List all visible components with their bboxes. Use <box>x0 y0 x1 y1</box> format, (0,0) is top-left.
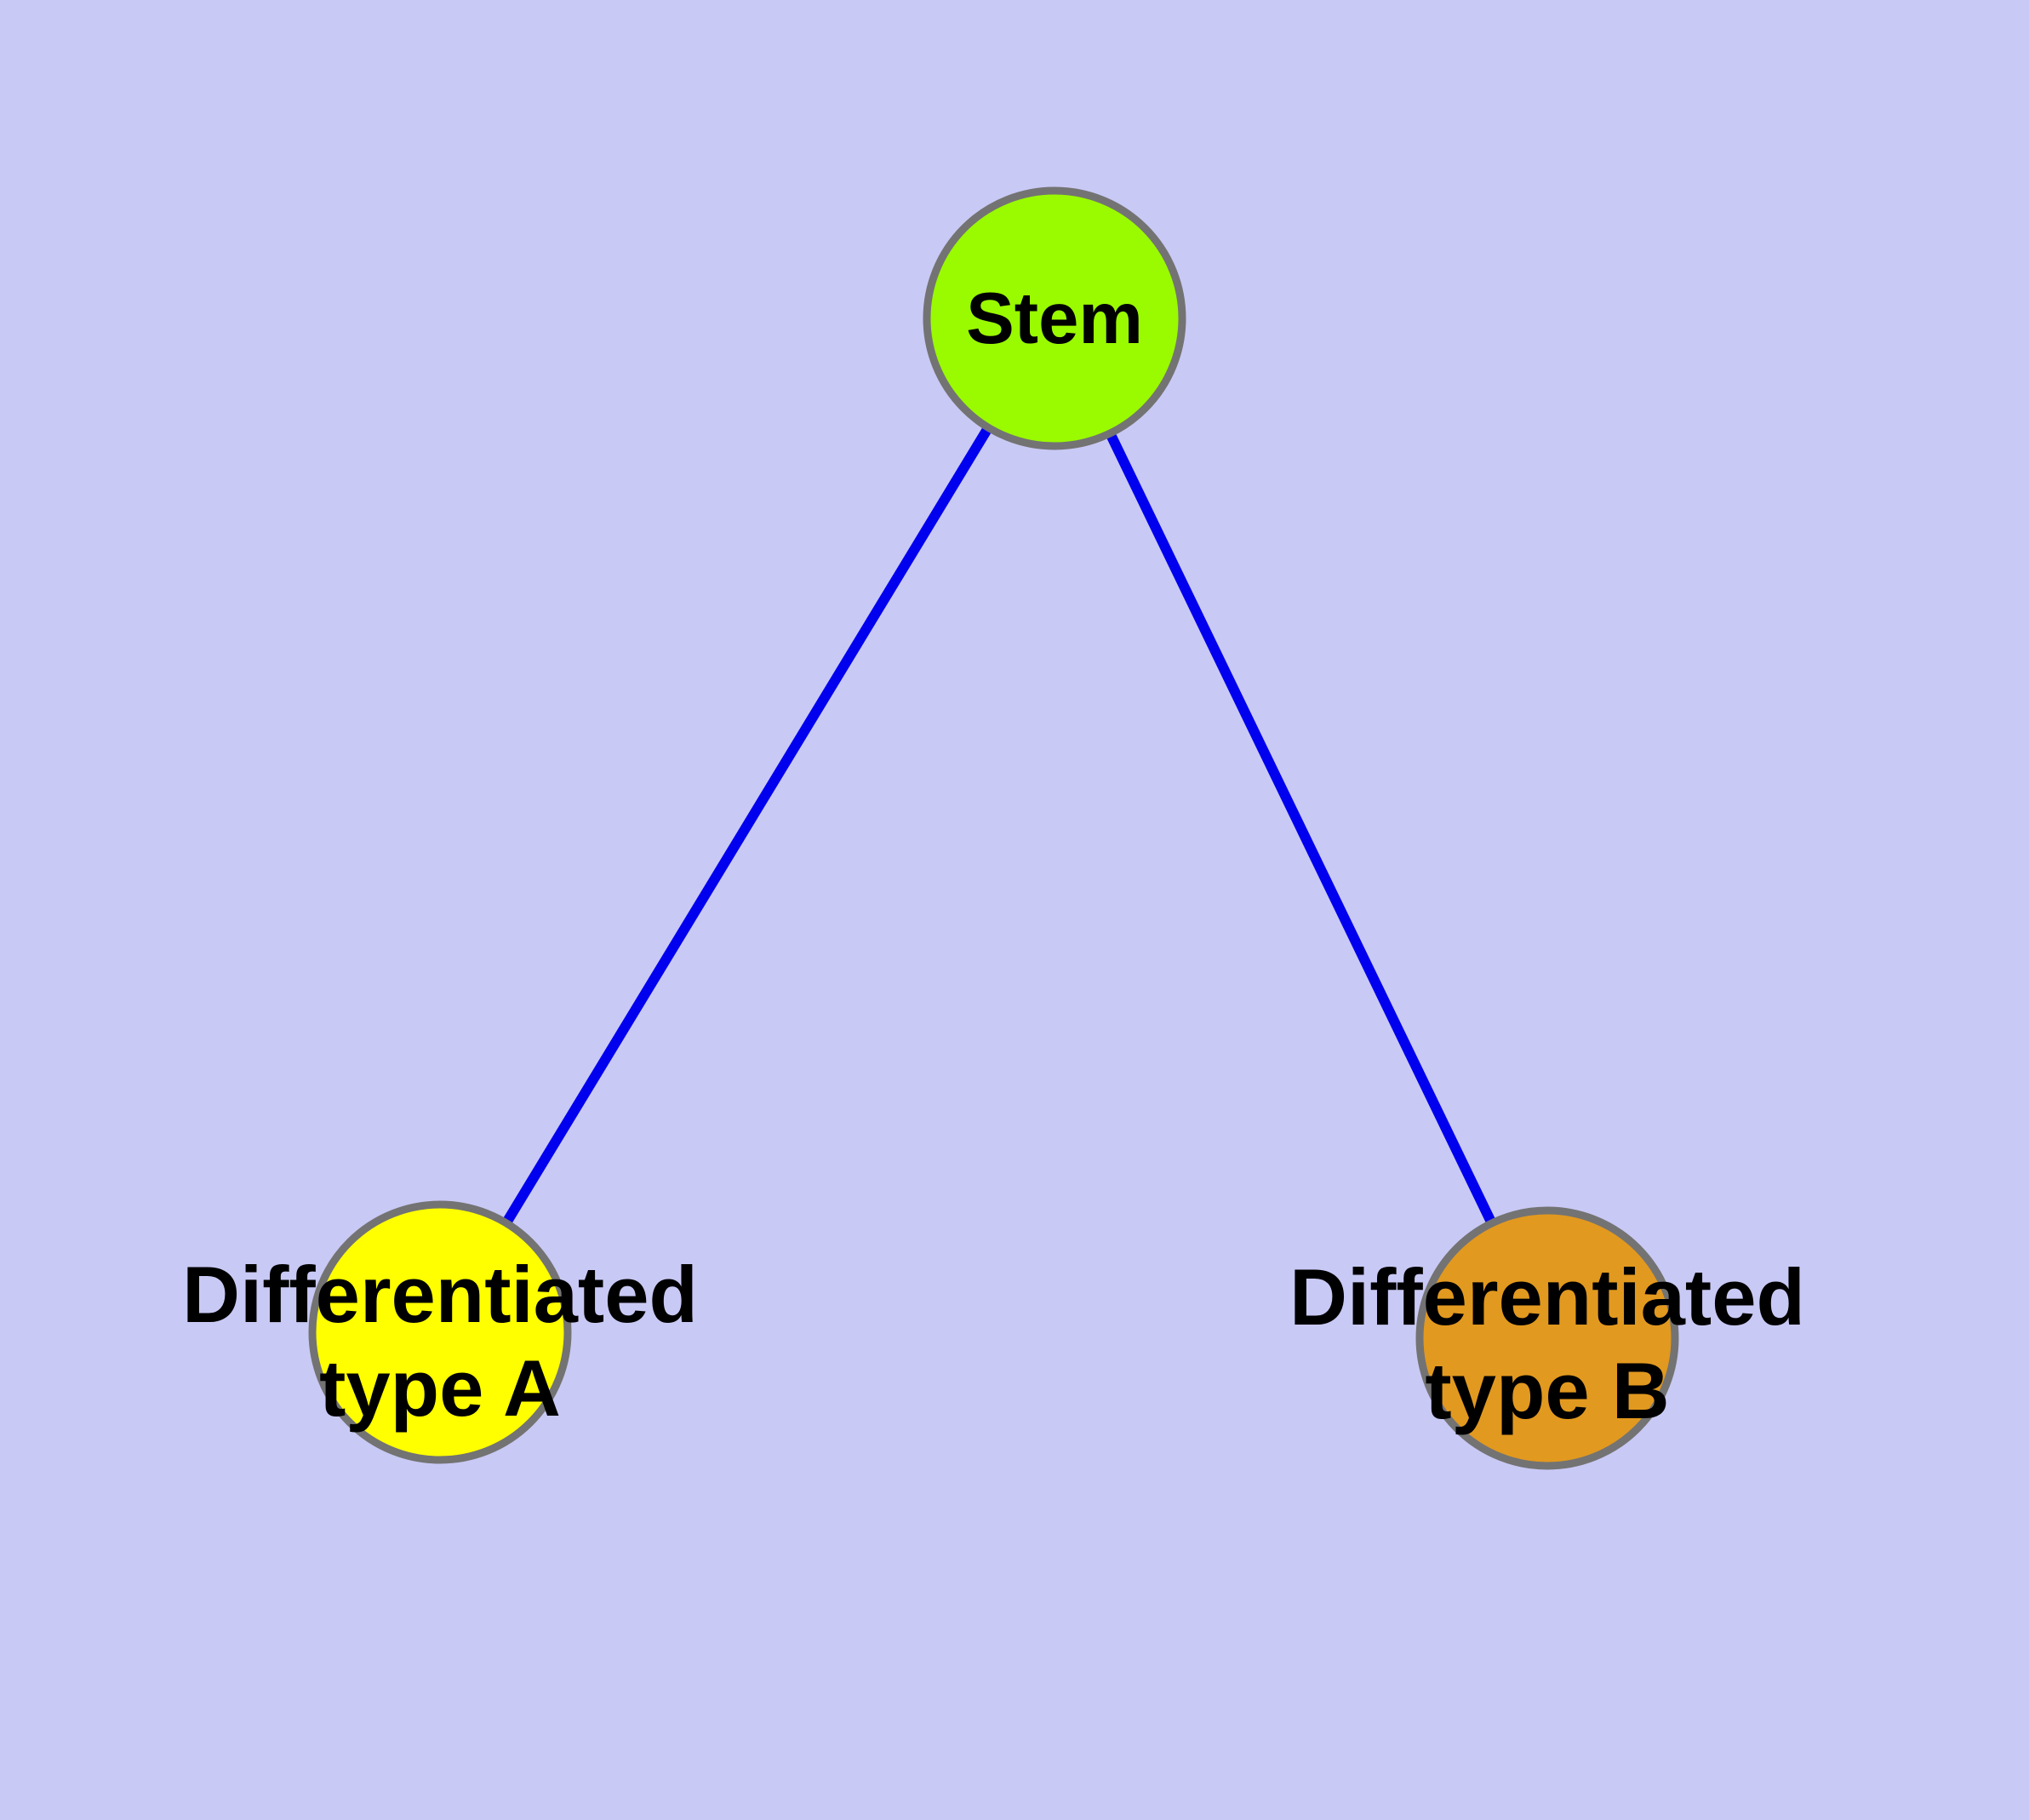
edge-stem-to-type-a <box>435 315 1060 1336</box>
differentiated-type-b-node <box>1415 1206 1679 1470</box>
type-b-label-line2: type B <box>1425 1346 1669 1435</box>
stem-node <box>923 186 1186 450</box>
type-a-label-line1: Differentiated <box>182 1250 698 1339</box>
type-a-label-line2: type A <box>319 1343 561 1433</box>
edge-stem-to-type-b <box>1049 316 1552 1341</box>
differentiated-type-a-node <box>308 1200 572 1464</box>
stem-node-label: Stem <box>966 278 1143 359</box>
type-b-label-line1: Differentiated <box>1289 1252 1805 1342</box>
